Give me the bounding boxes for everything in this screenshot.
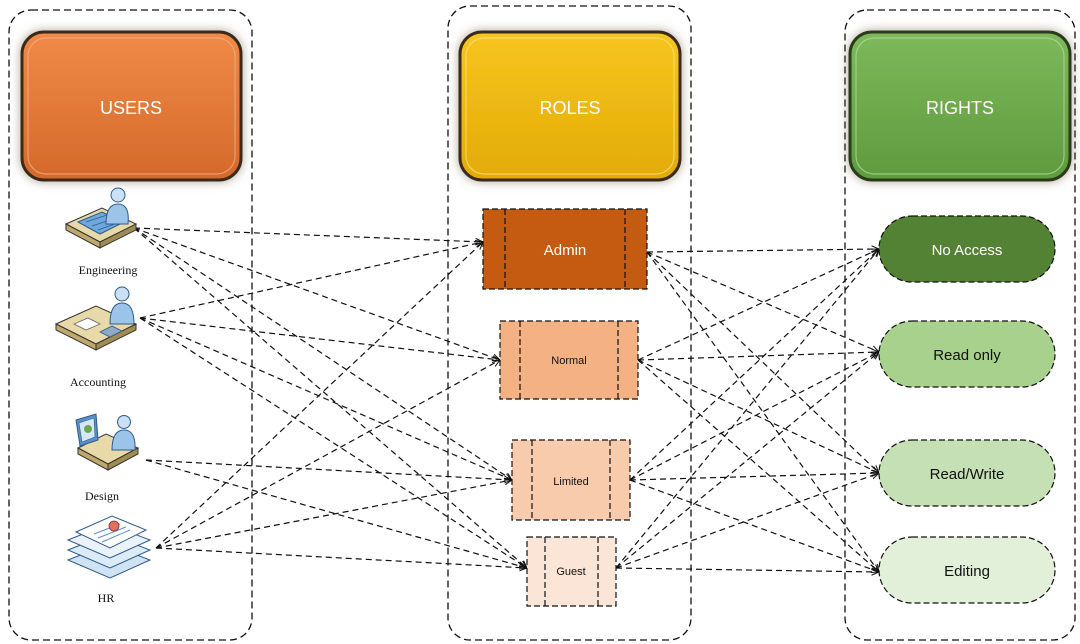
connector-design-to-guest	[145, 459, 527, 568]
roles-column	[447, 5, 692, 641]
roles-header-title: ROLES	[539, 98, 600, 118]
connector-guest-to-editing	[615, 567, 879, 572]
right-label-no-access: No Access	[932, 242, 1003, 259]
connector-limited-to-read-only	[629, 352, 879, 481]
connector-normal-to-read-write	[637, 359, 879, 474]
engineer-at-drafting-table-icon	[64, 187, 138, 249]
right-label-read-write: Read/Write	[930, 466, 1005, 483]
role-box-guest	[526, 536, 617, 607]
user-label-accounting: Accounting	[70, 375, 126, 389]
connector-hr-to-normal	[155, 360, 500, 549]
role-label-guest: Guest	[556, 566, 585, 578]
stacked-documents-icon	[66, 515, 152, 579]
connector-normal-to-read-only	[637, 352, 879, 361]
role-label-limited: Limited	[553, 476, 588, 488]
connector-engineering-to-admin	[133, 227, 483, 242]
role-label-admin: Admin	[544, 242, 587, 259]
designer-at-workstation-icon	[75, 413, 140, 471]
users-header-title: USERS	[100, 98, 162, 118]
connector-admin-to-no-access	[646, 249, 879, 252]
connector-engineering-to-normal	[133, 227, 500, 360]
accountant-at-desk-icon	[54, 286, 138, 351]
connectors	[133, 227, 879, 572]
users-header	[20, 30, 243, 182]
connector-limited-to-no-access	[629, 249, 879, 481]
right-pill-editing	[878, 536, 1056, 604]
connector-limited-to-read-write	[629, 473, 879, 481]
rights-column	[844, 9, 1076, 641]
right-pill-no-access	[878, 215, 1056, 283]
rights-header	[848, 30, 1072, 182]
connector-normal-to-no-access	[637, 248, 879, 361]
connector-hr-to-admin	[155, 242, 483, 549]
connector-design-to-limited	[145, 459, 512, 480]
connector-normal-to-editing	[637, 359, 879, 572]
right-pill-read-write	[878, 439, 1056, 507]
right-label-read-only: Read only	[933, 347, 1001, 364]
connector-guest-to-read-write	[615, 473, 879, 569]
roles-header	[458, 30, 682, 182]
role-box-limited	[511, 439, 631, 521]
right-label-editing: Editing	[944, 563, 990, 580]
connector-engineering-to-guest	[133, 227, 527, 568]
user-label-design: Design	[85, 489, 119, 503]
right-pill-read-only	[878, 320, 1056, 388]
role-label-normal: Normal	[551, 355, 586, 367]
connector-admin-to-read-only	[646, 251, 879, 352]
connector-limited-to-editing	[629, 479, 879, 572]
role-box-admin	[482, 208, 648, 290]
role-box-normal	[499, 320, 639, 400]
connector-engineering-to-limited	[133, 227, 512, 480]
connector-hr-to-guest	[155, 547, 527, 568]
user-label-hr: HR	[98, 591, 115, 605]
connector-accounting-to-limited	[139, 317, 512, 480]
connector-admin-to-editing	[646, 251, 879, 572]
connector-hr-to-limited	[155, 480, 512, 549]
users-column	[8, 9, 253, 641]
connector-guest-to-read-only	[615, 352, 879, 569]
connector-guest-to-no-access	[615, 249, 879, 569]
connector-accounting-to-normal	[139, 317, 500, 360]
user-label-engineering: Engineering	[79, 263, 138, 277]
connector-accounting-to-guest	[139, 317, 527, 568]
rights-header-title: RIGHTS	[926, 98, 994, 118]
connector-accounting-to-admin	[139, 242, 483, 319]
connector-admin-to-read-write	[646, 251, 879, 473]
